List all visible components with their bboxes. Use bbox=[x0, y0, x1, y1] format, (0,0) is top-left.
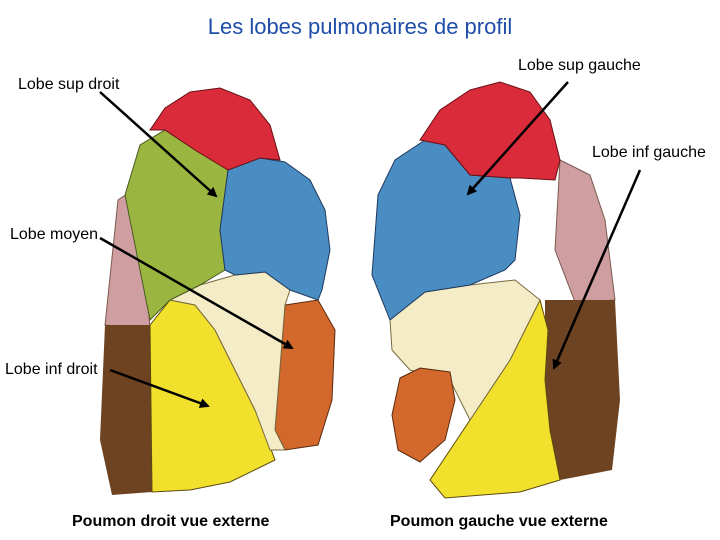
label-left-lower-lobe: Lobe inf gauche bbox=[592, 144, 706, 161]
right-lung-brown-region bbox=[100, 325, 152, 495]
label-left-upper-lobe: Lobe sup gauche bbox=[518, 57, 641, 74]
left-lung-pink-region bbox=[554, 159, 616, 303]
left-lung-orange-region bbox=[391, 367, 456, 463]
arrow-right-lower bbox=[109, 368, 210, 408]
label-right-upper-lobe: Lobe sup droit bbox=[18, 76, 120, 93]
arrow-right-middle bbox=[99, 236, 294, 350]
arrow-left-upper bbox=[466, 81, 569, 196]
arrow-right-upper bbox=[99, 91, 218, 198]
right-lung bbox=[100, 87, 336, 495]
arrow-left-lower bbox=[552, 169, 642, 370]
left-lung bbox=[371, 81, 620, 499]
left-lung-brown-region bbox=[545, 300, 620, 480]
label-right-middle-lobe: Lobe moyen bbox=[10, 226, 99, 243]
caption-left-lung: Poumon gauche vue externe bbox=[390, 513, 608, 530]
page-title: Les lobes pulmonaires de profil bbox=[207, 14, 513, 39]
right-lung-blue-region bbox=[219, 157, 331, 301]
label-right-lower-lobe: Lobe inf droit bbox=[5, 361, 98, 378]
right-lung-red-apex bbox=[149, 87, 281, 171]
left-lung-red-apex bbox=[419, 81, 561, 181]
caption-right-lung: Poumon droit vue externe bbox=[72, 513, 270, 530]
